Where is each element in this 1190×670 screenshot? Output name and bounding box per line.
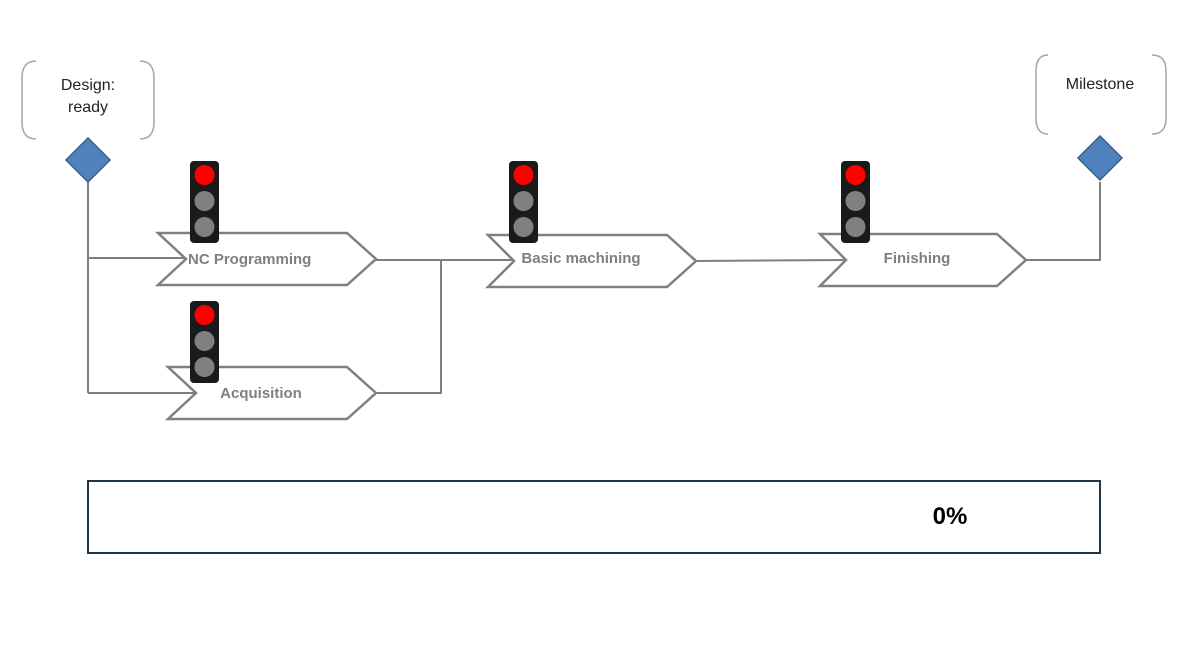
yellow-lamp-icon [513, 191, 534, 211]
diamond-icon[interactable] [1076, 134, 1124, 182]
red-lamp-icon [513, 165, 534, 185]
task-label: Acquisition [220, 385, 302, 402]
task-arrow-shape [164, 365, 378, 421]
start-callout-left-bracket [21, 60, 37, 140]
end-milestone: Milestone [1035, 54, 1167, 182]
task-arrow-shape [816, 232, 1028, 288]
progress-percent-label: 0% [933, 503, 968, 530]
diamond-icon[interactable] [64, 136, 112, 184]
connector-finishing-to-milestone [1026, 182, 1101, 261]
yellow-lamp-icon [845, 191, 866, 211]
green-lamp-icon [513, 217, 534, 237]
start-milestone-label-line-2: ready [68, 99, 108, 116]
start-milestone: Design: ready [21, 60, 155, 184]
green-lamp-icon [845, 217, 866, 237]
traffic-light-acquisition [190, 301, 219, 383]
start-callout-right-bracket [139, 60, 155, 140]
task-basic-machining[interactable]: Basic machining [484, 233, 698, 289]
progress-bar: 0% [87, 480, 1101, 554]
start-milestone-label-line-1: Design: [61, 77, 115, 94]
task-arrow-shape [484, 233, 698, 289]
connector-basic-machining-to-finishing [695, 259, 847, 262]
task-finishing[interactable]: Finishing [816, 232, 1028, 288]
traffic-light-nc-programming [190, 161, 219, 243]
green-lamp-icon [194, 217, 215, 237]
red-lamp-icon [194, 165, 215, 185]
task-arrow-shape [154, 231, 378, 287]
task-label: Finishing [884, 250, 951, 267]
end-callout-right-bracket [1151, 54, 1167, 135]
task-label: Basic machining [521, 250, 640, 267]
traffic-light-finishing [841, 161, 870, 243]
connector-acquisition-to-join [376, 260, 442, 394]
task-label: NC Programming [188, 251, 311, 268]
connector-lines [87, 182, 1101, 394]
end-milestone-label: Milestone [1066, 76, 1135, 93]
end-callout-left-bracket [1035, 54, 1049, 135]
traffic-light-basic-machining [509, 161, 538, 243]
red-lamp-icon [194, 305, 215, 325]
yellow-lamp-icon [194, 331, 215, 351]
task-acquisition[interactable]: Acquisition [164, 365, 378, 421]
task-nc-programming[interactable]: NC Programming [154, 231, 378, 287]
green-lamp-icon [194, 357, 215, 377]
red-lamp-icon [845, 165, 866, 185]
progress-bar-frame [87, 480, 1101, 554]
yellow-lamp-icon [194, 191, 215, 211]
